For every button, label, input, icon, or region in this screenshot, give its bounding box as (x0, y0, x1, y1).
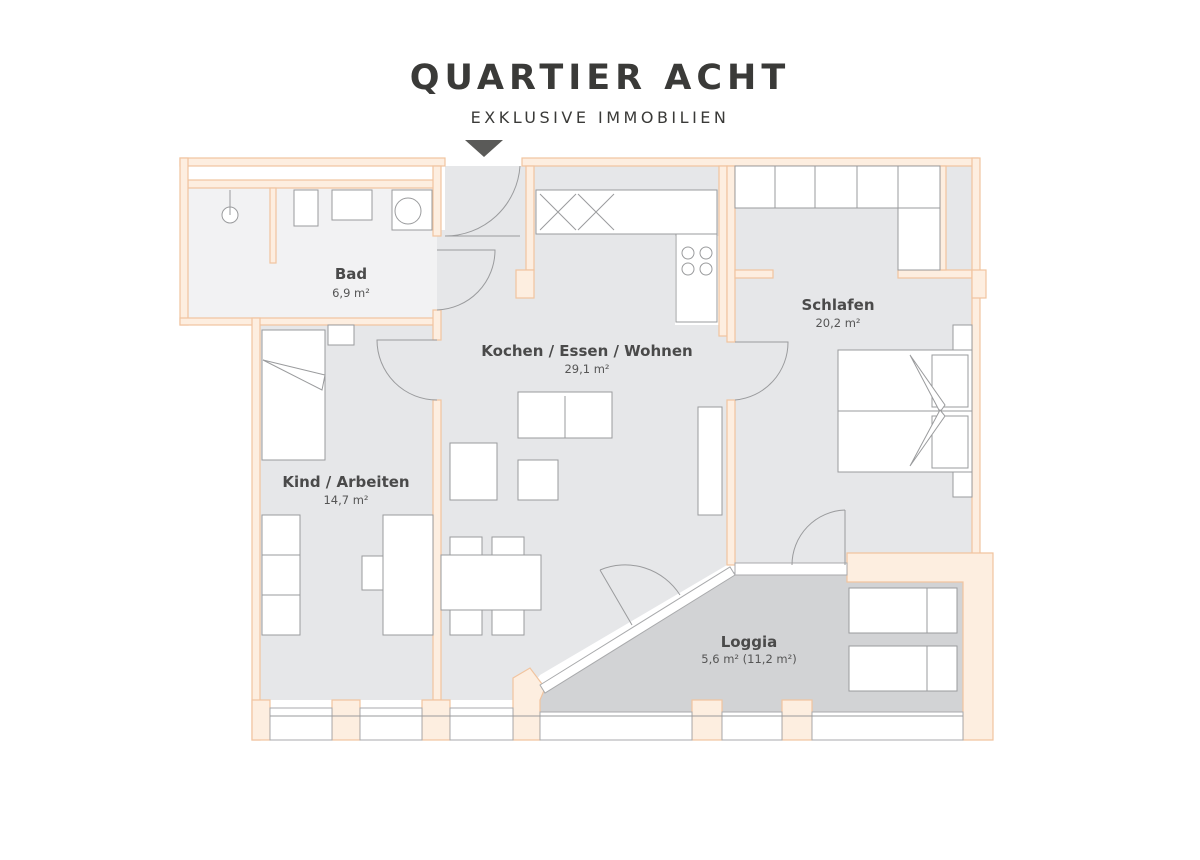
room-area-kochen: 29,1 m² (564, 362, 609, 376)
room-area-schlafen: 20,2 m² (815, 316, 860, 330)
arrow-down-icon (465, 140, 503, 157)
kitchen (535, 189, 718, 323)
room-area-loggia: 5,6 m² (11,2 m²) (701, 652, 796, 666)
doors (376, 165, 846, 626)
room-area-bad: 6,9 m² (332, 286, 370, 300)
living-furniture (440, 391, 723, 636)
room-name-schlafen: Schlafen (801, 296, 874, 314)
room-area-kind: 14,7 m² (323, 493, 368, 507)
loggia-loungers (848, 587, 958, 692)
room-name-kochen: Kochen / Essen / Wohnen (481, 342, 692, 360)
bath-fixtures (221, 189, 433, 231)
room-name-bad: Bad (335, 265, 367, 283)
kid-furniture (261, 324, 434, 636)
bedroom-furniture (734, 165, 973, 498)
brand-title: QUARTIER ACHT (409, 58, 791, 98)
room-name-kind: Kind / Arbeiten (282, 473, 409, 491)
windows (269, 562, 964, 741)
brand-subtitle: EXKLUSIVE IMMOBILIEN (470, 108, 730, 127)
room-name-loggia: Loggia (721, 633, 778, 651)
